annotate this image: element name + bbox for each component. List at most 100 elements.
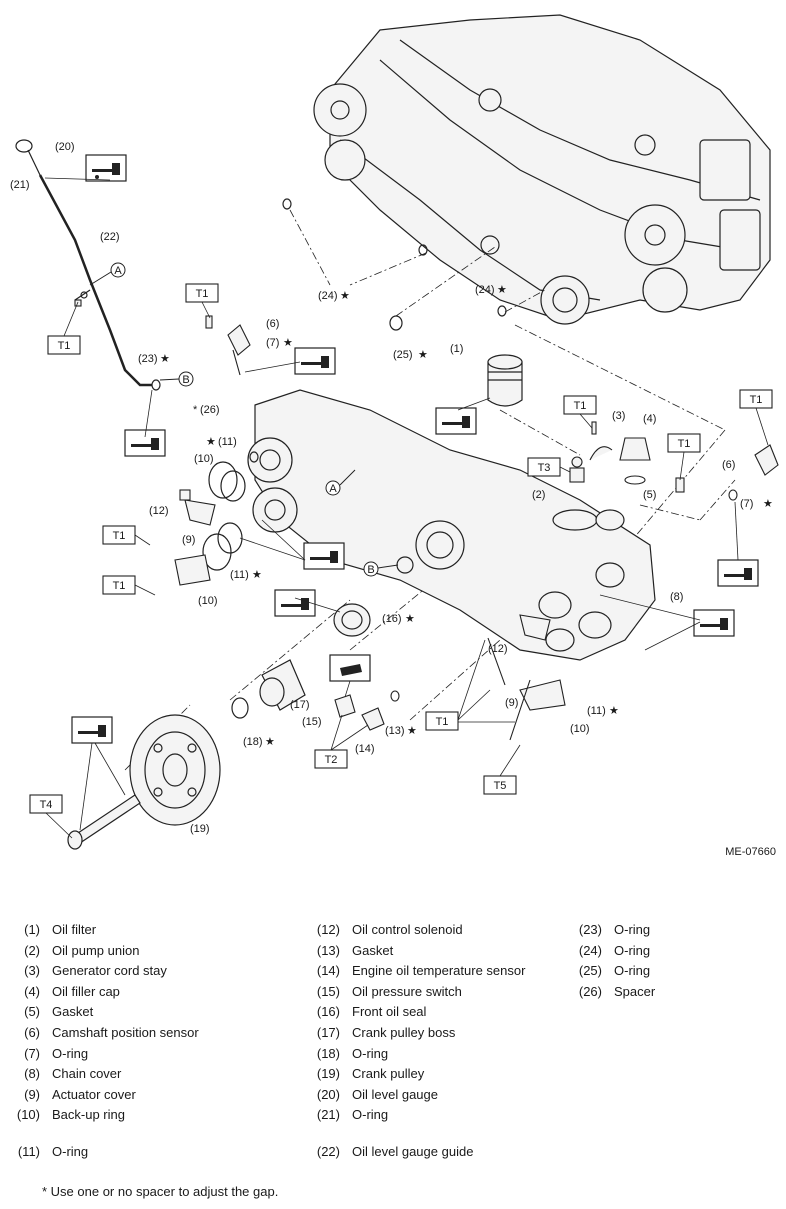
reference-marker-labels: A B A B <box>114 265 374 576</box>
legend-item: (3)Generator cord stay <box>24 963 167 979</box>
callout-25: (25) <box>393 349 413 361</box>
asterisk-mark: * <box>193 404 198 416</box>
torque-label: T1 <box>58 340 71 352</box>
callout-9: (9) <box>182 534 195 546</box>
engine-block <box>313 14 771 325</box>
callout-7: (7) <box>266 337 279 349</box>
torque-label: T1 <box>113 580 126 592</box>
star-mark: ★ <box>497 284 507 296</box>
oil-level-gauge <box>15 139 161 391</box>
star-mark: ★ <box>265 736 275 748</box>
legend-item: (18)O-ring <box>316 1045 389 1061</box>
legend-item: (16)Front oil seal <box>316 1004 427 1020</box>
callout-21: (21) <box>10 179 30 191</box>
oil-icon <box>71 154 759 744</box>
torque-label: T4 <box>40 799 53 811</box>
callout-5: (5) <box>643 489 656 501</box>
legend-item: (1)Oil filter <box>24 922 97 937</box>
legend-item: (17)Crank pulley boss <box>316 1024 456 1040</box>
star-mark: ★ <box>160 353 170 365</box>
callout-7: (7) <box>740 498 753 510</box>
torque-label: T1 <box>196 288 209 300</box>
callout-1: (1) <box>450 343 463 355</box>
oil-pump-union <box>74 299 685 493</box>
legend-item: (24)O-ring <box>578 942 651 958</box>
legend-item: (2)Oil pump union <box>24 942 140 958</box>
torque-label: T3 <box>538 462 551 474</box>
callouts: (20) (21) (22) (23) (24) (24) (25) (1) (… <box>10 141 753 835</box>
star-mark: ★ <box>405 613 415 625</box>
marker-b: B <box>182 374 189 386</box>
star-markers: ★ ★ ★ ★ ★ ★ ★ ★ ★ ★ ★ ★ * <box>160 284 773 748</box>
oil-filter <box>487 354 523 407</box>
reference-markers <box>89 262 399 577</box>
callout-10: (10) <box>570 723 590 735</box>
callout-8: (8) <box>670 591 683 603</box>
legend-item: (12)Oil control solenoid <box>316 922 463 937</box>
callout-24: (24) <box>318 290 338 302</box>
callout-11: (11) <box>587 705 606 717</box>
torque-label: T1 <box>113 530 126 542</box>
callout-20: (20) <box>55 141 75 153</box>
callout-22: (22) <box>100 231 120 243</box>
legend-item: (23)O-ring <box>578 922 651 937</box>
star-mark: ★ <box>407 725 417 737</box>
marker-a: A <box>114 265 122 277</box>
callout-23: (23) <box>138 353 158 365</box>
sensors <box>334 637 531 741</box>
star-mark: ★ <box>418 349 428 361</box>
star-mark: ★ <box>206 436 216 448</box>
legend-item: (9)Actuator cover <box>24 1086 136 1102</box>
exploded-engine-diagram: T1 T1 T1 T1 T1 T1 T1 T3 T1 T2 T5 T4 <box>10 14 779 850</box>
legend-item: (21)O-ring <box>316 1107 389 1123</box>
callout-4: (4) <box>643 413 656 425</box>
callout-3: (3) <box>612 410 625 422</box>
legend-item: (10)Back-up ring <box>16 1107 125 1123</box>
legend-column-3: (23)O-ring (24)O-ring (25)O-ring (26)Spa… <box>562 920 655 1002</box>
legend-item: (5)Gasket <box>24 1004 94 1020</box>
legend-item: (14)Engine oil temperature sensor <box>316 963 526 979</box>
legend-column-1: (1)Oil filter (2)Oil pump union (3)Gener… <box>0 920 199 1163</box>
torque-label: T1 <box>436 716 449 728</box>
callout-6: (6) <box>266 318 279 330</box>
legend-item: (25)O-ring <box>578 963 651 979</box>
callout-24: (24) <box>475 284 495 296</box>
torque-box-labels: T1 T1 T1 T1 T1 T1 T1 T3 T1 T2 T5 T4 <box>40 288 763 811</box>
legend-item: (26)Spacer <box>578 983 656 999</box>
callout-18: (18) <box>243 736 263 748</box>
star-mark: ★ <box>609 705 619 717</box>
legend-item: (4)Oil filler cap <box>24 983 120 999</box>
callout-6: (6) <box>722 459 735 471</box>
legend-item: (7)O-ring <box>24 1045 89 1061</box>
star-mark: ★ <box>283 337 293 349</box>
legend-item: (6)Camshaft position sensor <box>24 1024 199 1040</box>
callout-2: (2) <box>532 489 545 501</box>
callout-13: (13) <box>385 725 405 737</box>
callout-14: (14) <box>355 743 375 755</box>
legend-item: (11)O-ring <box>17 1143 89 1159</box>
callout-12: (12) <box>149 505 169 517</box>
callout-10: (10) <box>198 595 218 607</box>
torque-label: T1 <box>678 438 691 450</box>
legend-item: (8)Chain cover <box>24 1066 122 1082</box>
torque-leaders <box>44 177 769 839</box>
legend-item: (19)Crank pulley <box>316 1066 425 1082</box>
callout-11: (11) <box>230 569 249 581</box>
legend-column-2: (12)Oil control solenoid (13)Gasket (14)… <box>300 920 526 1163</box>
callout-11: (11) <box>218 436 237 448</box>
torque-label: T1 <box>574 400 587 412</box>
callout-12: (12) <box>488 643 508 655</box>
crank-pulley-group <box>67 603 371 850</box>
legend-item: (22)Oil level gauge guide <box>316 1143 474 1159</box>
star-mark: ★ <box>340 290 350 302</box>
torque-label: T5 <box>494 780 507 792</box>
oil-control-solenoid <box>174 489 566 711</box>
marker-b: B <box>367 564 374 576</box>
torque-label: T1 <box>750 394 763 406</box>
callout-17: (17) <box>290 699 310 711</box>
legend-item: (20)Oil level gauge <box>316 1086 438 1102</box>
callout-10: (10) <box>194 453 214 465</box>
callout-15: (15) <box>302 716 322 728</box>
star-mark: ★ <box>252 569 262 581</box>
legend-item: (13)Gasket <box>316 942 394 958</box>
